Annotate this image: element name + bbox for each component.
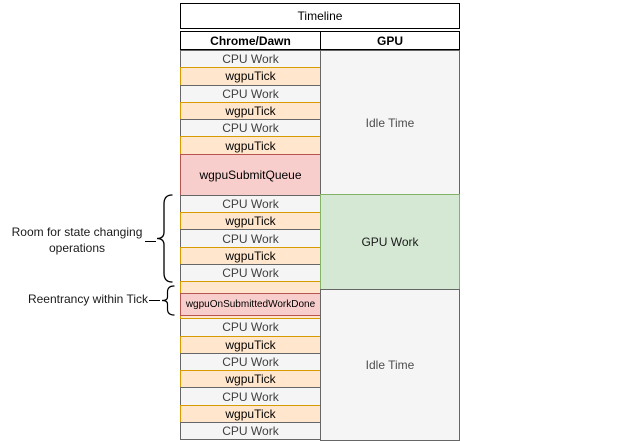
- row-cpu-work: CPU Work: [180, 50, 321, 69]
- row-cpu-work: CPU Work: [180, 263, 321, 283]
- curly-brace-icon: [161, 285, 175, 316]
- row-wgpu-tick: wgpuTick: [180, 67, 321, 86]
- row-wgpu-submit-queue: wgpuSubmitQueue: [180, 153, 321, 196]
- row-wgpu-on-submitted-work-done: wgpuOnSubmittedWorkDone: [180, 293, 321, 317]
- annotation-room-for-state-changing-operations: Room for state changing operations: [11, 225, 143, 255]
- row-wgpu-tick-with-callback: wgpuOnSubmittedWorkDone: [180, 281, 321, 320]
- gpu-idle-block: Idle Time: [320, 289, 460, 441]
- row-cpu-work: CPU Work: [180, 84, 321, 103]
- row-cpu-work: CPU Work: [180, 194, 321, 214]
- row-wgpu-tick: wgpuTick: [180, 335, 321, 354]
- row-cpu-work: CPU Work: [180, 387, 321, 406]
- annotation-room-connector-line: [145, 241, 156, 242]
- row-wgpu-tick: wgpuTick: [180, 136, 321, 155]
- row-cpu-work: CPU Work: [180, 422, 321, 441]
- column-header-chrome-dawn: Chrome/Dawn: [180, 31, 321, 50]
- reentrancy-annotation-brace: [160, 285, 175, 316]
- curly-brace-icon: [156, 194, 173, 283]
- timeline-title: Timeline: [297, 9, 343, 23]
- gpu-idle-block: Idle Time: [320, 50, 460, 195]
- row-wgpu-tick: wgpuTick: [180, 212, 321, 231]
- row-wgpu-tick: wgpuTick: [180, 246, 321, 265]
- timeline-header: Timeline: [180, 3, 460, 29]
- row-wgpu-tick: wgpuTick: [180, 404, 321, 424]
- row-cpu-work: CPU Work: [180, 318, 321, 337]
- row-wgpu-tick: wgpuTick: [180, 370, 321, 389]
- row-cpu-work: CPU Work: [180, 352, 321, 372]
- room-annotation-brace: [155, 194, 173, 283]
- annotation-reentrancy-connector-line: [149, 300, 160, 301]
- row-cpu-work: CPU Work: [180, 119, 321, 138]
- column-header-chrome-dawn-label: Chrome/Dawn: [210, 33, 291, 48]
- gpu-work-block: GPU Work: [320, 194, 460, 290]
- column-header-gpu-label: GPU: [376, 33, 403, 48]
- row-wgpu-tick: wgpuTick: [180, 101, 321, 121]
- column-header-gpu: GPU: [320, 31, 460, 50]
- annotation-reentrancy-within-tick: Reentrancy within Tick: [27, 292, 148, 306]
- row-cpu-work: CPU Work: [180, 229, 321, 248]
